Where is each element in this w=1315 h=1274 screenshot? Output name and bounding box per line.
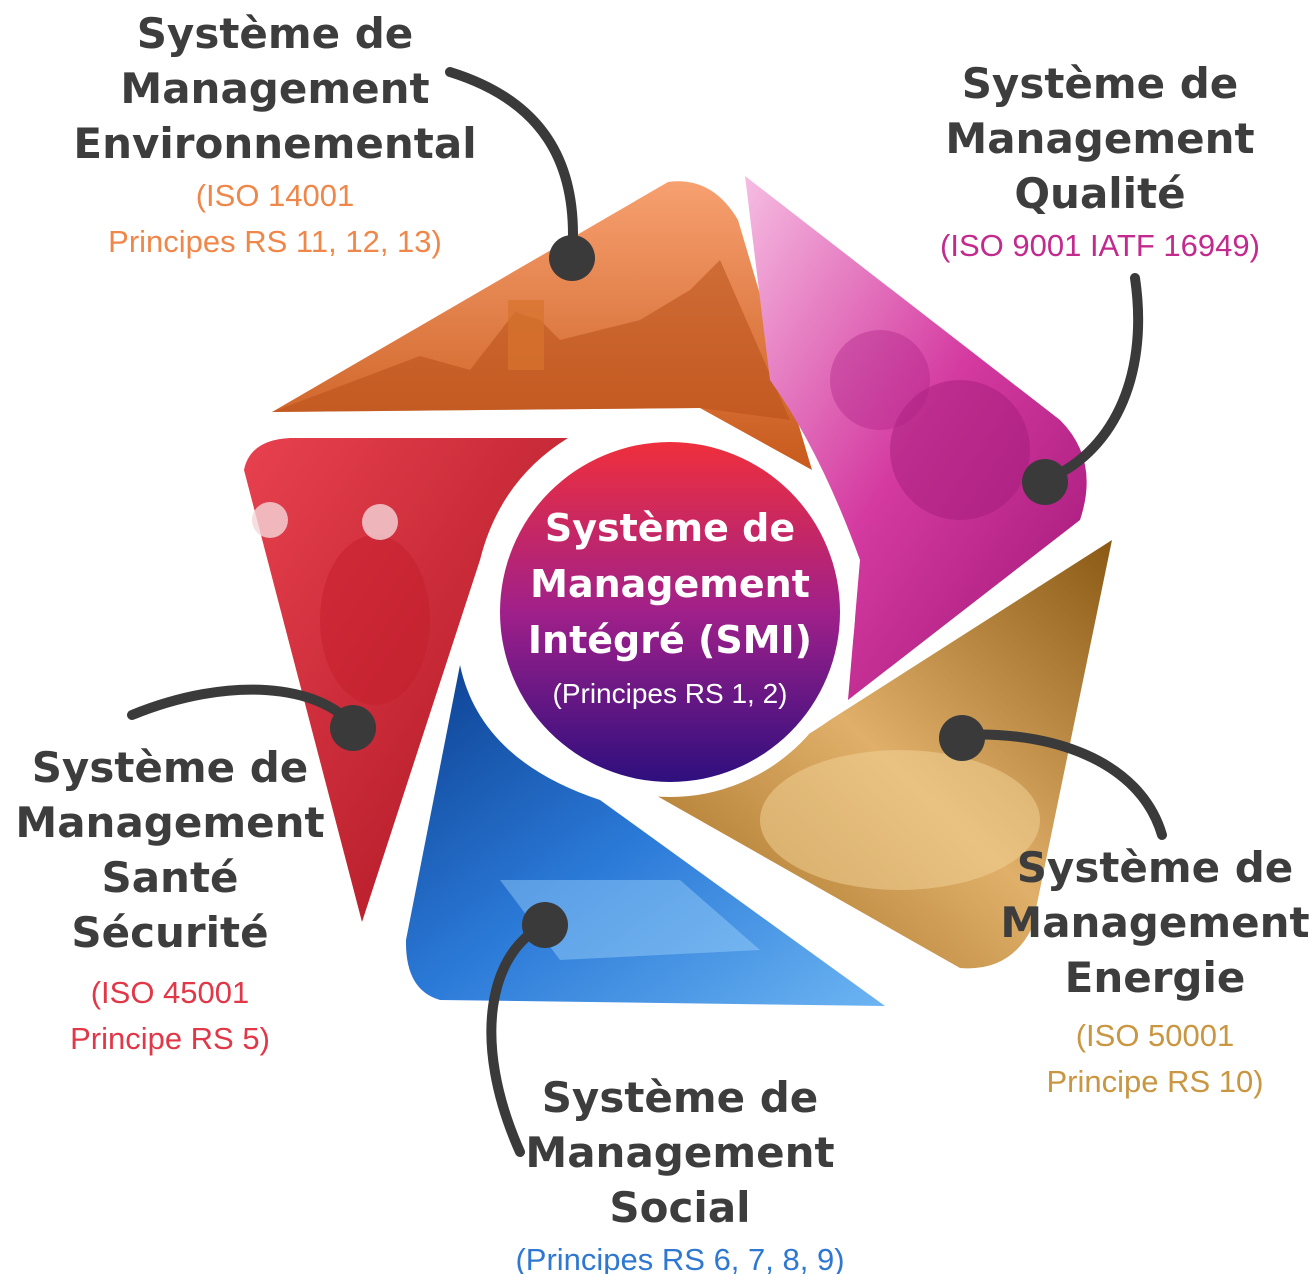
sante-line-2: Management xyxy=(15,798,325,847)
sante-line-1: Système de xyxy=(31,743,309,792)
energie-sub-1: (ISO 50001 xyxy=(1075,1018,1235,1053)
label-energie: Système de Management Energie (ISO 50001… xyxy=(1000,840,1310,1105)
connector-energie xyxy=(955,729,1167,840)
social-line-2: Management xyxy=(525,1128,835,1177)
dot-social xyxy=(522,902,568,948)
dot-sante-securite xyxy=(330,705,376,751)
center-smi-circle xyxy=(485,427,855,797)
dot-qualite xyxy=(1022,459,1068,505)
dot-energie xyxy=(939,715,985,761)
sante-line-3: Santé Sécurité xyxy=(71,853,269,957)
energie-line-2: Management xyxy=(1000,898,1310,947)
energie-line-3: Energie xyxy=(1064,953,1246,1002)
energie-line-1: Système de xyxy=(1016,843,1294,892)
segment-qualite xyxy=(745,176,1087,700)
center-line-3: Intégré (SMI) xyxy=(527,618,813,662)
center-line-2: Management xyxy=(530,562,810,606)
segment-sante-securite xyxy=(244,438,568,922)
label-qualite: Système de Management Qualité (ISO 9001 … xyxy=(920,56,1280,269)
segment-energie xyxy=(650,540,1112,969)
env-sub-2: Principes RS 11, 12, 13) xyxy=(108,224,442,259)
social-line-1: Système de xyxy=(541,1073,819,1122)
env-sub-1: (ISO 14001 xyxy=(195,178,355,213)
energie-sub-2: Principe RS 10) xyxy=(1046,1064,1264,1099)
connector-environnemental xyxy=(445,67,578,263)
connector-dots xyxy=(330,235,1068,948)
qualite-line-3: Qualité xyxy=(1014,169,1186,218)
segment-environnemental xyxy=(272,181,812,470)
qualite-line-1: Système de xyxy=(961,59,1239,108)
label-sante-securite: Système de Management Santé Sécurité (IS… xyxy=(0,740,340,1062)
dot-environnemental xyxy=(549,235,595,281)
center-sub: (Principes RS 1, 2) xyxy=(552,678,788,709)
connector-qualite xyxy=(1040,273,1144,485)
center-line-1: Système de xyxy=(544,506,796,550)
center-label: Système de Management Intégré (SMI) (Pri… xyxy=(495,500,845,716)
qualite-line-2: Management xyxy=(945,114,1255,163)
qualite-sub-1: (ISO 9001 IATF 16949) xyxy=(940,228,1260,263)
social-sub-1: (Principes RS 6, 7, 8, 9) xyxy=(515,1242,845,1274)
sante-sub-2: Principe RS 5) xyxy=(70,1021,270,1056)
connector-social xyxy=(486,920,550,1157)
sante-sub-1: (ISO 45001 xyxy=(90,975,250,1010)
social-line-3: Social xyxy=(609,1183,751,1232)
env-line-1: Système de xyxy=(136,9,414,58)
env-line-3: Environnemental xyxy=(73,119,477,168)
connector-lines xyxy=(127,67,1167,1157)
label-environnemental: Système de Management Environnemental (I… xyxy=(60,6,490,265)
label-social: Système de Management Social (Principes … xyxy=(480,1070,880,1274)
env-line-2: Management xyxy=(120,64,430,113)
